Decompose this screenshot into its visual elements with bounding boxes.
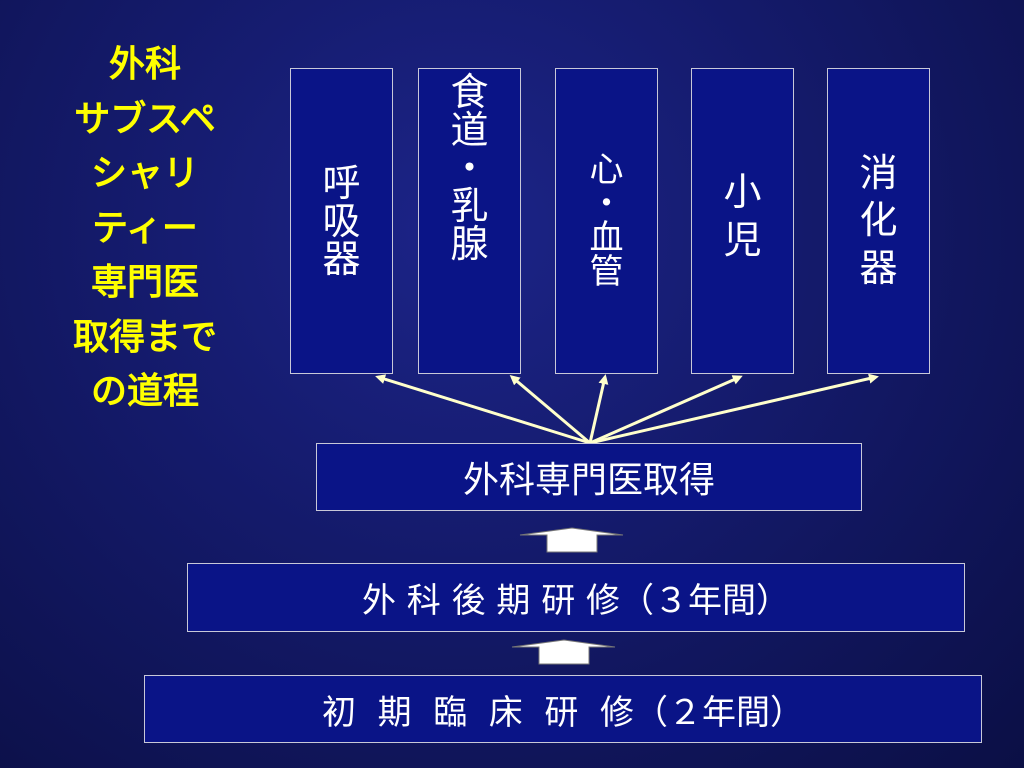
specialty-cardiovascular-box: 心 ・ 血 管 xyxy=(555,68,658,374)
arrow-to-cardiovascular xyxy=(588,374,609,444)
specialty-char: 消 xyxy=(859,150,898,195)
initial-training-box: 初 期 臨 床 研 修（２年間） xyxy=(144,675,982,743)
specialty-respiratory-box: 呼 吸 器 xyxy=(290,68,393,374)
up-arrow-lower xyxy=(511,639,616,665)
specialty-char: ・ xyxy=(589,184,624,224)
arrow-to-pediatric xyxy=(589,375,743,445)
specialty-char: 道 xyxy=(450,108,489,152)
specialty-char: 吸 xyxy=(322,199,361,243)
specialty-char: 乳 xyxy=(450,184,489,228)
specialty-char: 腺 xyxy=(450,222,489,266)
specialty-char: 児 xyxy=(723,217,762,262)
diagram-title: 外科 サブスペ シャリ ティー 専門医 取得まで の道程 xyxy=(40,38,250,420)
late-training-box: 外 科 後 期 研 修（３年間） xyxy=(187,563,965,632)
title-line: 外科 xyxy=(108,44,181,85)
specialty-char: 管 xyxy=(589,252,624,292)
specialty-char: 心 xyxy=(589,150,624,190)
specialty-char: 化 xyxy=(859,198,898,243)
specialty-char: 呼 xyxy=(322,161,361,205)
specialty-char: 器 xyxy=(859,245,898,290)
specialty-digestive-box: 消 化 器 xyxy=(827,68,930,374)
specialty-char: 食 xyxy=(450,70,489,114)
specialty-char: ・ xyxy=(450,146,489,190)
title-line: ティー xyxy=(92,207,198,249)
title-line: の道程 xyxy=(90,371,199,412)
arrow-to-respiratory xyxy=(375,374,591,445)
title-line: 取得まで xyxy=(72,316,217,358)
up-arrow-upper xyxy=(519,527,624,553)
title-line: 専門医 xyxy=(90,262,199,303)
specialty-char: 血 xyxy=(589,218,624,258)
board-cert-box: 外科専門医取得 xyxy=(316,443,862,511)
specialty-pediatric-box: 小 児 xyxy=(691,68,794,374)
arrow-to-digestive xyxy=(589,373,879,445)
specialty-char: 器 xyxy=(322,237,361,281)
title-line: サブスペ xyxy=(74,98,216,140)
specialty-char: 小 xyxy=(723,170,762,214)
specialty-esophagus-breast-box: 食 道 ・ 乳 腺 xyxy=(418,68,521,374)
arrow-to-esophagus-breast xyxy=(509,375,591,445)
title-line: シャリ xyxy=(90,153,199,194)
